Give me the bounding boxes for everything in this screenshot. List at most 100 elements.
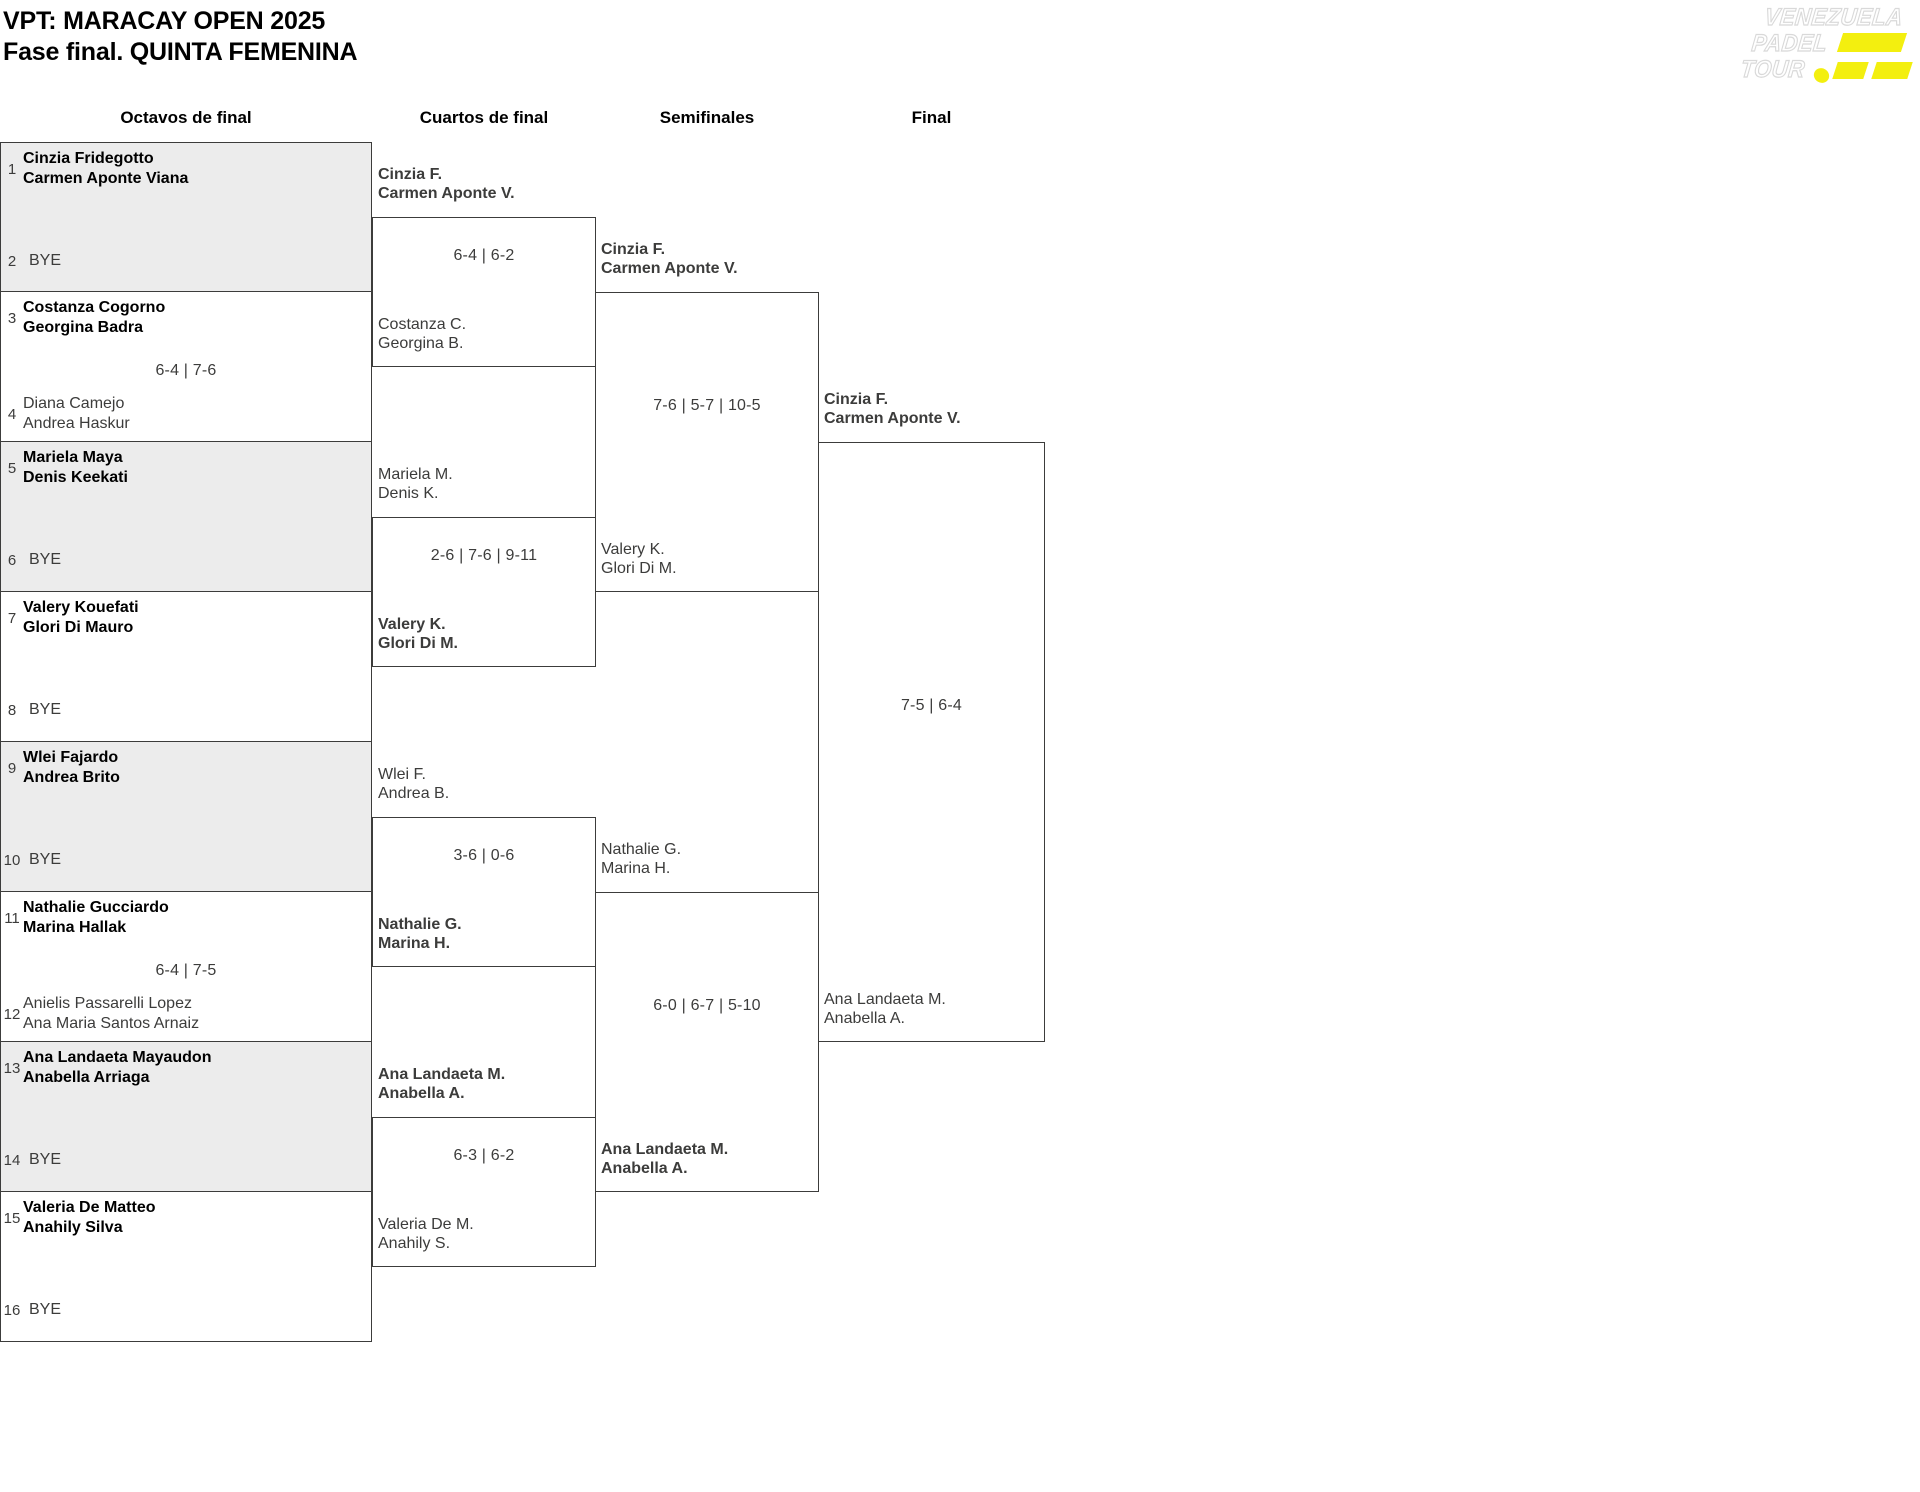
semifinal-1-box [595,292,819,592]
semifinal-1-score: 7-6 | 5-7 | 10-5 [653,397,761,414]
player-name: Glori Di M. [378,635,458,652]
logo-text-tour: TOUR [1739,55,1807,83]
team-slot-bottom: 6 BYE [1,550,371,570]
player-name: Denis Keekati [23,469,128,486]
player-name: Anabella A. [824,1010,905,1027]
octavos-match-4-box: 7 Valery Kouefati Glori Di Mauro 8 BYE [0,592,372,742]
octavos-match-1-box: 1 Cinzia Fridegotto Carmen Aponte Viana … [0,142,372,292]
octavos-match-3-box: 5 Mariela Maya Denis Keekati 6 BYE [0,442,372,592]
seed-number: 15 [3,1209,21,1227]
cuartos-match-3-box [372,817,596,967]
octavos-match-7-box: 13 Ana Landaeta Mayaudon Anabella Arriag… [0,1042,372,1192]
seed-number: 9 [7,759,17,777]
cuartos-1-bottom-team: Costanza C. Georgina B. [378,315,466,353]
logo-bar-icon [1836,33,1908,52]
player-name: Valery K. [601,541,665,558]
player-name: Diana Camejo [23,395,125,412]
team-slot-bottom: 8 BYE [1,700,371,720]
team-names: Anielis Passarelli Lopez Ana Maria Santo… [23,994,199,1034]
semifinal-2-box [595,892,819,1192]
bye-label: BYE [29,1301,62,1318]
player-name: Valery Kouefati [23,599,139,616]
team-slot-bottom: 4 Diana Camejo Andrea Haskur [1,394,371,434]
team-slot-top: 1 Cinzia Fridegotto Carmen Aponte Viana [1,149,371,189]
final-score: 7-5 | 6-4 [900,697,963,714]
player-name: Anielis Passarelli Lopez [23,995,192,1012]
seed-number: 11 [4,909,20,927]
player-name: Mariela Maya [23,449,123,466]
player-name: Cinzia F. [824,391,889,408]
column-header-final: Final [911,108,952,127]
semifinal-1-top-team: Cinzia F. Carmen Aponte V. [601,240,738,278]
octavos-match-8-box: 15 Valeria De Matteo Anahily Silva 16 BY… [0,1192,372,1342]
team-names: Valeria De Matteo Anahily Silva [23,1198,156,1238]
team-slot-bottom: 2 BYE [1,251,371,271]
team-slot-bottom: 10 BYE [1,850,371,870]
final-top-team: Cinzia F. Carmen Aponte V. [824,390,961,428]
semifinal-2-top-team: Nathalie G. Marina H. [601,840,681,878]
team-names: BYE [29,251,61,271]
player-name: Anahily S. [378,1235,451,1252]
team-names: BYE [29,700,61,720]
match-score: 6-4 | 7-6 [155,362,217,379]
player-name: Nathalie G. [378,916,462,933]
player-name: Carmen Aponte Viana [23,170,189,187]
player-name: Wlei F. [378,766,426,783]
team-names: BYE [29,1150,61,1170]
team-names: Nathalie Gucciardo Marina Hallak [23,898,169,938]
player-name: Marina Hallak [23,919,127,936]
team-names: BYE [29,850,61,870]
player-name: Carmen Aponte V. [378,185,515,202]
player-name: Denis K. [378,485,439,502]
bye-label: BYE [29,252,62,269]
seed-number: 6 [7,551,17,569]
semifinal-1-bottom-team: Valery K. Glori Di M. [601,540,677,578]
team-slot-bottom: 12 Anielis Passarelli Lopez Ana Maria Sa… [1,994,371,1034]
team-names: Wlei Fajardo Andrea Brito [23,748,120,788]
team-names: Valery Kouefati Glori Di Mauro [23,598,139,638]
cuartos-2-score: 2-6 | 7-6 | 9-11 [430,547,538,564]
logo-text-venezuela: VENEZUELA [1763,3,1905,31]
team-slot-top: 13 Ana Landaeta Mayaudon Anabella Arriag… [1,1048,371,1088]
team-names: Mariela Maya Denis Keekati [23,448,128,488]
vpt-logo: VENEZUELA PADEL TOUR [1739,3,1916,90]
semifinal-2-score: 6-0 | 6-7 | 5-10 [653,997,761,1014]
team-names: BYE [29,550,61,570]
player-name: Anabella A. [378,1085,465,1102]
cuartos-4-bottom-team: Valeria De M. Anahily S. [378,1215,474,1253]
cuartos-match-4-box [372,1117,596,1267]
team-slot-top: 15 Valeria De Matteo Anahily Silva [1,1198,371,1238]
player-name: Andrea B. [378,785,450,802]
player-name: Glori Di M. [601,560,677,577]
team-slot-top: 5 Mariela Maya Denis Keekati [1,448,371,488]
player-name: Ana Maria Santos Arnaiz [23,1015,200,1032]
player-name: Andrea Brito [23,769,120,786]
column-header-semifinales: Semifinales [659,108,755,127]
player-name: Costanza C. [378,316,467,333]
player-name: Marina H. [601,860,671,877]
player-name: Glori Di Mauro [23,619,134,636]
team-names: Ana Landaeta Mayaudon Anabella Arriaga [23,1048,211,1088]
bye-label: BYE [29,1151,62,1168]
seed-number: 7 [7,609,17,627]
team-slot-top: 3 Costanza Cogorno Georgina Badra [1,298,371,338]
cuartos-match-2-box [372,517,596,667]
player-name: Anahily Silva [23,1219,123,1236]
cuartos-2-bottom-team: Valery K. Glori Di M. [378,615,458,653]
semifinal-2-bottom-team: Ana Landaeta M. Anabella A. [601,1140,728,1178]
logo-dot-icon [1812,66,1831,85]
bye-label: BYE [29,551,62,568]
cuartos-3-top-team: Wlei F. Andrea B. [378,765,449,803]
seed-number: 13 [3,1059,21,1077]
octavos-match-5-box: 9 Wlei Fajardo Andrea Brito 10 BYE [0,742,372,892]
cuartos-match-1-box [372,217,596,367]
seed-number: 8 [7,701,17,719]
cuartos-2-top-team: Mariela M. Denis K. [378,465,453,503]
octavos-match-6-box: 11 Nathalie Gucciardo Marina Hallak 6-4 … [0,892,372,1042]
team-names: Costanza Cogorno Georgina Badra [23,298,165,338]
column-header-octavos: Octavos de final [120,108,252,127]
bye-label: BYE [29,851,62,868]
team-slot-top: 9 Wlei Fajardo Andrea Brito [1,748,371,788]
player-name: Marina H. [378,935,451,952]
cuartos-1-score: 6-4 | 6-2 [453,247,515,264]
